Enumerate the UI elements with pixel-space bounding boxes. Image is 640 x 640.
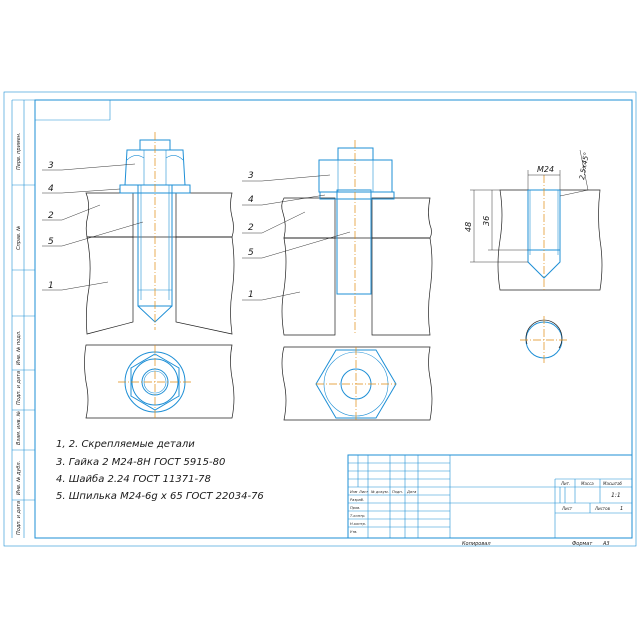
sheet-trim-edge	[3, 91, 637, 547]
tb-sheet-label: Лист	[561, 506, 573, 511]
tb-role-ncontrol: Н.контр.	[350, 522, 366, 526]
side-label-inv-orig: Инв. № подл.	[16, 331, 22, 366]
side-label-sign-date-2: Подп. и дата	[16, 371, 22, 405]
notes-list: 1, 2. Скрепляемые детали 3. Гайка 2 М24-…	[56, 439, 264, 502]
side-label-sign-date-1: Подп. и дата	[16, 501, 22, 535]
view2-stud	[336, 189, 372, 295]
view2-callouts: 3 4 2 5 1	[242, 171, 351, 301]
tb-sheets-label: Листов	[594, 506, 611, 511]
tb-mass-label: Масса	[581, 481, 594, 486]
view3-section: M24 48 36 2,5x45°	[464, 149, 603, 291]
view1-part2-hatch	[85, 192, 134, 238]
tb-role-approve: Утв.	[350, 530, 358, 534]
svg-text:1: 1	[248, 290, 254, 300]
tb-col-list: Лист	[358, 490, 369, 494]
side-strip: Подп. и дата Инв. № дубл. Взам. инв. № П…	[11, 99, 35, 538]
tb-scale-value: 1:1	[611, 492, 621, 499]
view2-nut	[318, 159, 393, 193]
note-4: 5. Шпилька М24-6g x 65 ГОСТ 22034-76	[56, 491, 264, 502]
view1-section: 3 4 2 5 1	[42, 132, 235, 335]
view1-part1-hatch	[85, 236, 134, 335]
side-label-first-use: Перв. примен.	[16, 132, 22, 170]
note-2: 3. Гайка 2 М24-8Н ГОСТ 5915-80	[56, 457, 225, 468]
svg-text:5: 5	[248, 248, 254, 258]
view1-plan	[84, 344, 235, 419]
view2-section: 3 4 2 5 1	[242, 140, 433, 336]
view2-plan	[281, 346, 433, 421]
svg-text:5: 5	[48, 237, 54, 247]
tb-role-tcontrol: Т.контр.	[350, 514, 366, 518]
side-label-inv-dup: Инв. № дубл.	[16, 461, 22, 495]
svg-text:3: 3	[248, 171, 254, 181]
tb-lit-label: Лит.	[560, 481, 570, 486]
footer-format-value: A3	[602, 541, 610, 547]
svg-text:3: 3	[48, 161, 54, 171]
tb-role-dev: Разраб.	[350, 498, 364, 502]
view3-dimensions: M24 48 36 2,5x45°	[464, 149, 591, 263]
svg-text:48: 48	[464, 222, 473, 232]
tb-col-doc: № докум.	[370, 490, 389, 494]
note-3: 4. Шайба 2.24 ГОСТ 11371-78	[56, 473, 211, 485]
side-label-ref-no: Справ. №	[16, 226, 22, 250]
note-1: 1, 2. Скрепляемые детали	[56, 439, 195, 450]
footer-copied: Копировал	[462, 541, 491, 547]
svg-text:1: 1	[48, 281, 54, 291]
view1-callouts: 3 4 2 5 1	[42, 161, 144, 291]
svg-text:M24: M24	[537, 165, 554, 174]
tb-col-sign: Подп.	[392, 490, 403, 494]
title-block: Изм Лист № докум. Подп. Дата Разраб. Про…	[347, 454, 633, 539]
svg-text:4: 4	[48, 184, 54, 194]
tb-scale-label: Масштаб	[603, 481, 623, 486]
sheet-frame	[34, 99, 633, 539]
sheet-footer: Копировал Формат A3	[462, 541, 610, 547]
view3-plan	[520, 316, 568, 364]
footer-format-label: Формат	[572, 541, 593, 547]
tb-sheets-value: 1	[620, 506, 623, 512]
svg-text:2: 2	[248, 223, 254, 233]
tb-col-izm: Изм	[350, 490, 358, 494]
tb-role-check: Пров.	[350, 506, 360, 510]
svg-text:4: 4	[248, 195, 254, 205]
svg-text:2: 2	[48, 211, 54, 221]
side-label-replace-inv: Взам. инв. №	[16, 411, 22, 445]
svg-text:36: 36	[482, 216, 491, 226]
tb-col-date: Дата	[406, 490, 416, 494]
svg-text:2,5x45°: 2,5x45°	[578, 152, 591, 181]
